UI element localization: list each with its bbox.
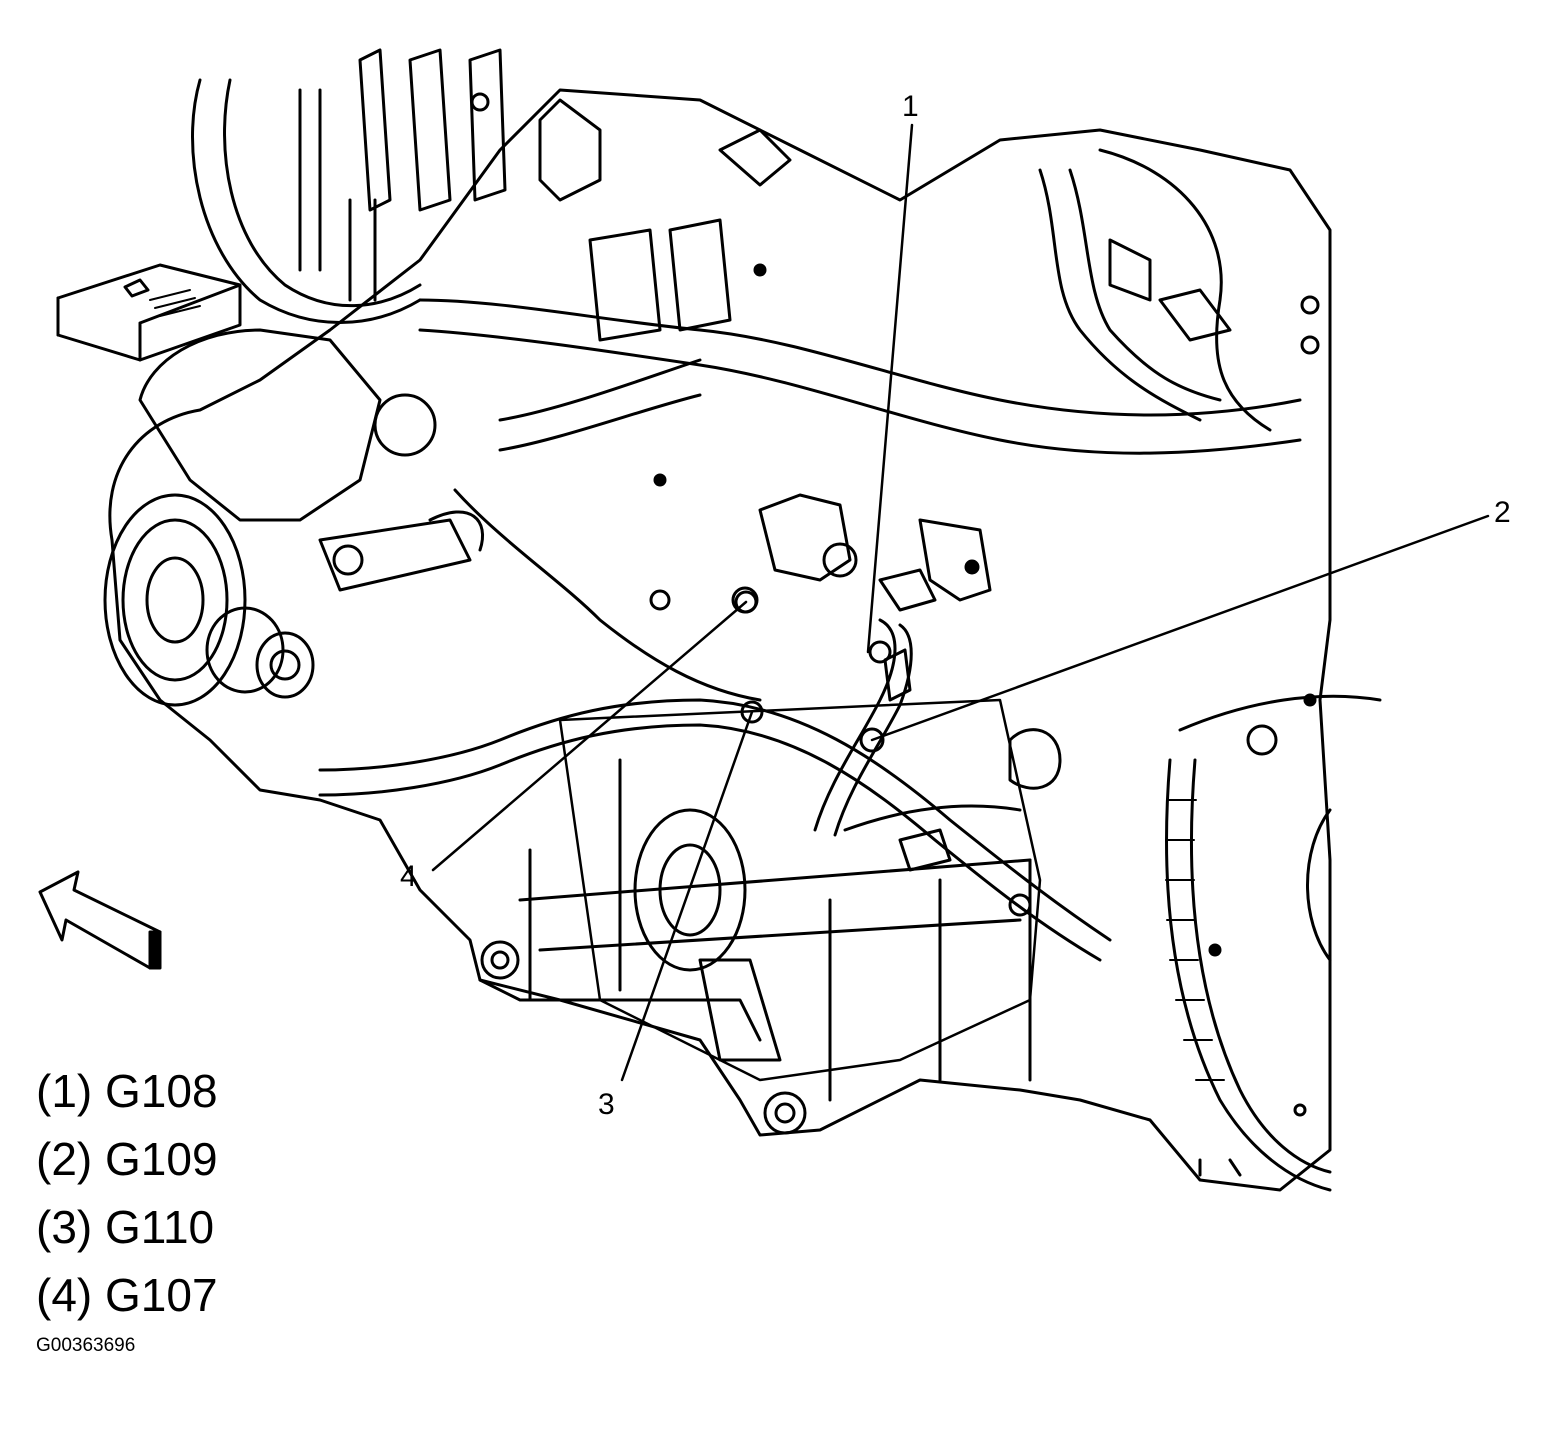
leader-line-1 bbox=[866, 123, 914, 654]
legend-item: (1) G108 bbox=[36, 1065, 218, 1117]
legend-item: (3) G110 bbox=[36, 1201, 215, 1253]
accessory-pulleys bbox=[103, 328, 485, 707]
ground-legend: (1) G108 (2) G109 (3) G110 (4) G107 bbox=[36, 1063, 218, 1335]
ground-point-g107 bbox=[734, 590, 758, 614]
figure-id: G00363696 bbox=[36, 1335, 136, 1356]
legend-item: (4) G107 bbox=[36, 1269, 218, 1321]
oil-pan bbox=[480, 698, 1042, 1135]
ground-point-g110 bbox=[740, 700, 764, 724]
ground-point-g108 bbox=[868, 640, 892, 664]
connector-block bbox=[56, 263, 242, 362]
engine-block-outline bbox=[108, 88, 1332, 1192]
flywheel bbox=[1165, 693, 1382, 1192]
lower-harness bbox=[318, 618, 1112, 962]
engine-hardware-details bbox=[358, 48, 1320, 917]
leader-line-2 bbox=[870, 514, 1490, 742]
direction-arrow-icon bbox=[38, 870, 162, 970]
leader-line-4 bbox=[431, 600, 748, 872]
ground-point-g109 bbox=[859, 727, 885, 753]
callout-number-1: 1 bbox=[902, 90, 919, 123]
leader-line-3 bbox=[620, 710, 754, 1082]
legend-item: (2) G109 bbox=[36, 1133, 218, 1185]
callout-number-2: 2 bbox=[1494, 496, 1511, 529]
wiring-harness bbox=[191, 78, 1302, 702]
callout-number-4: 4 bbox=[400, 860, 417, 893]
ground-points bbox=[734, 590, 892, 753]
callout-number-3: 3 bbox=[598, 1088, 615, 1121]
leader-lines bbox=[431, 123, 1490, 1082]
